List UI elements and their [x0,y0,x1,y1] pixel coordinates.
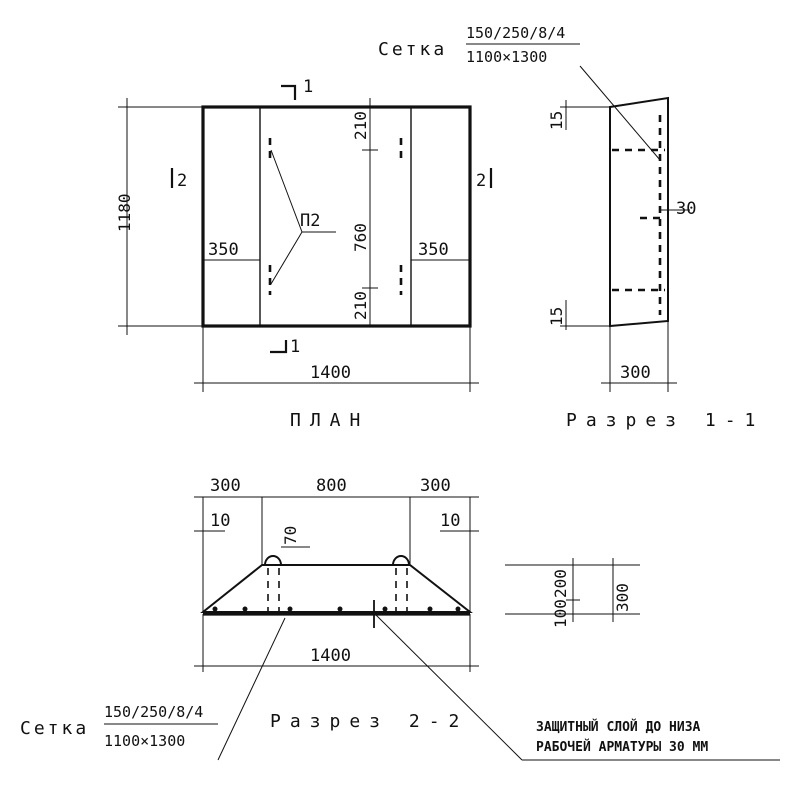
s22-dim-300-right: 300 [420,476,451,496]
mesh-top-leader [579,65,661,161]
s11-dim-30: 30 [676,199,696,219]
s11-dim-top: 15 [547,111,566,130]
s22-dim-200: 200 [551,569,570,598]
p2-label: П2 [300,211,320,231]
mesh-top-denominator: 1100×1300 [466,48,547,66]
p2-leader-bottom [270,231,303,285]
cover-note-leader [375,614,523,761]
s22-rebar-dots [212,606,461,612]
mesh-callout-top: Сетка 150/250/8/4 1100×1300 [378,24,661,161]
plan-title: ПЛАН [290,410,369,431]
mesh-bottom-numerator: 150/250/8/4 [104,703,203,721]
section-1-bottom-num: 1 [290,337,300,357]
s22-dim-1400: 1400 [310,646,351,666]
s11-dim-bottom: 15 [547,307,566,326]
mesh-top-numerator: 150/250/8/4 [466,24,565,42]
dim-350-right: 350 [418,240,449,260]
s22-dim-300-left: 300 [210,476,241,496]
section-1-1-view: 15 15 30 300 Разрез 1-1 [547,96,764,431]
mesh-callout-bottom: Сетка 150/250/8/4 1100×1300 [20,617,286,761]
section-2-2-view: 300 800 300 10 10 70 1400 100 200 300 Ра… [194,476,640,732]
dim-mid-seg: 760 [351,223,370,252]
section-1-bottom-mark [270,340,288,354]
s22-dim-300-h: 300 [613,583,632,612]
s22-dim-70: 70 [281,526,300,545]
section-2-2-title: Разрез 2-2 [270,711,468,732]
s11-dim-300: 300 [620,363,651,383]
s22-dim-100: 100 [551,599,570,628]
s22-loop-left [264,555,282,566]
mesh-bottom-label: Сетка [20,718,89,739]
dim-1180: 1180 [115,193,134,232]
p2-leader-top [270,149,303,233]
plan-outline [201,105,472,328]
dim-350-left: 350 [208,240,239,260]
dim-1400-plan: 1400 [310,363,351,383]
dim-bot-seg: 210 [351,291,370,320]
mesh-bottom-denominator: 1100×1300 [104,732,185,750]
cover-note-line2: РАБОЧЕЙ АРМАТУРЫ 30 ММ [536,739,708,755]
s22-dim-10-left: 10 [210,511,230,531]
section-1-top-mark [281,84,297,100]
section-2-2-outline [200,564,473,613]
section-2-right-num: 2 [476,171,486,191]
section-2-left-num: 2 [177,171,187,191]
mesh-bottom-leader [217,617,286,761]
s22-dim-10-right: 10 [440,511,460,531]
section-1-top-num: 1 [303,77,313,97]
mesh-top-label: Сетка [378,39,447,60]
cover-note: ЗАЩИТНЫЙ СЛОЙ ДО НИЗА РАБОЧЕЙ АРМАТУРЫ 3… [375,614,780,761]
dim-top-seg: 210 [351,111,370,140]
section-1-1-title: Разрез 1-1 [566,410,764,431]
s22-loop-right [392,555,410,566]
cover-note-line1: ЗАЩИТНЫЙ СЛОЙ ДО НИЗА [536,719,701,735]
s22-dim-800: 800 [316,476,347,496]
plan-view: П2 210 760 210 350 350 1180 1400 1 1 2 2… [115,77,493,431]
